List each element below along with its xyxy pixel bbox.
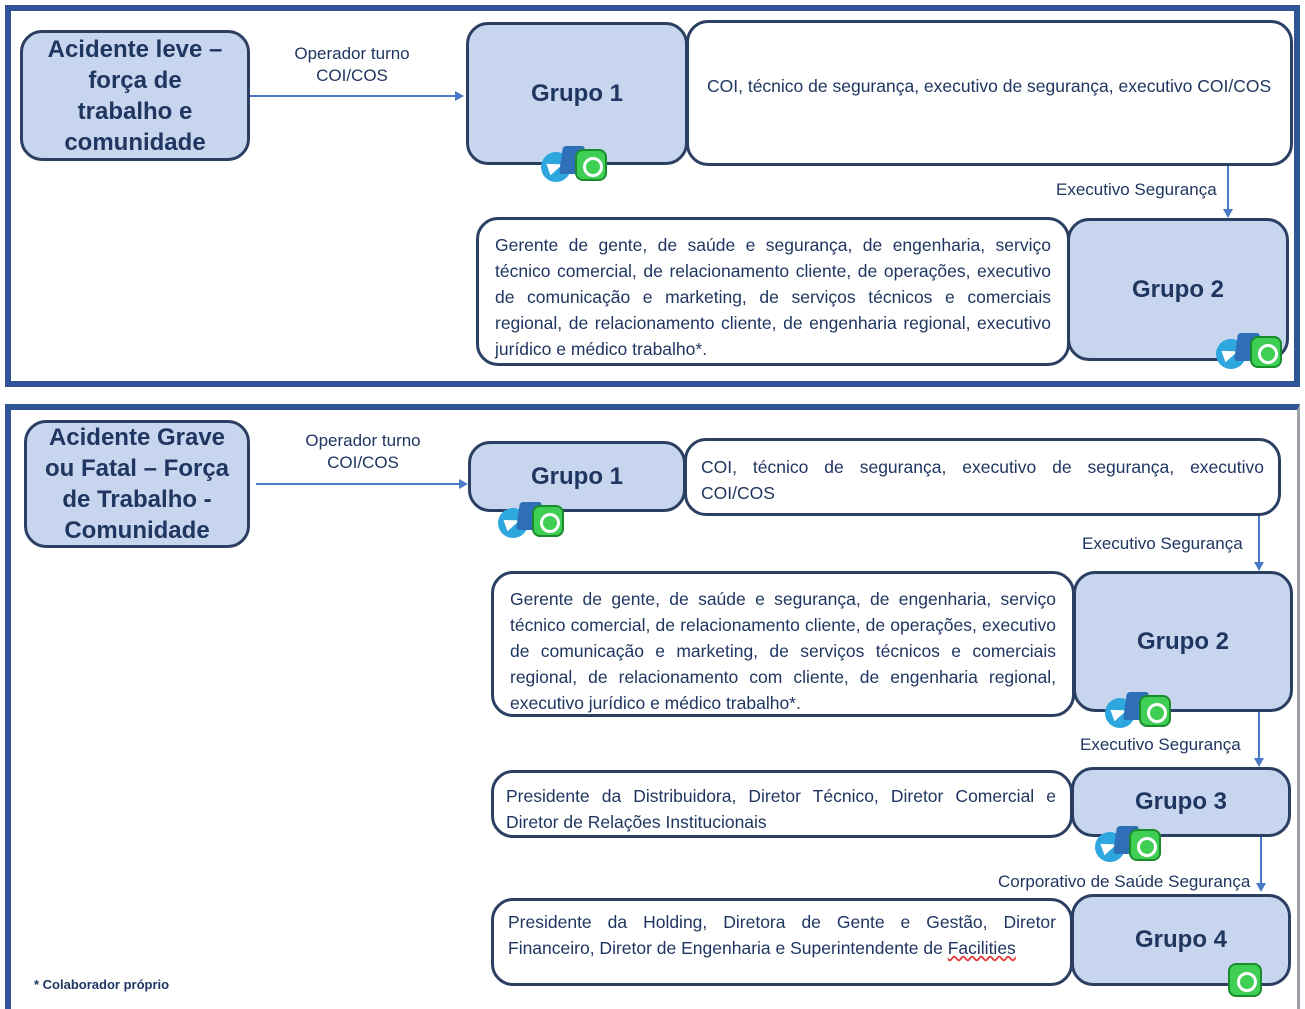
arrow-head (1254, 562, 1264, 571)
grupo2-members-box: Gerente de gente, de saúde e segurança, … (476, 217, 1070, 366)
whatsapp-icon (1139, 695, 1171, 727)
arrow-head (1254, 758, 1264, 767)
grupo4-members-text-last: Facilities (947, 938, 1016, 958)
grupo2-label: Grupo 2 (1136, 627, 1229, 655)
arrow-label-executivo: Executivo Segurança (1056, 180, 1217, 199)
grupo4-label: Grupo 4 (1134, 926, 1227, 953)
whatsapp-icon (532, 505, 564, 537)
whatsapp-icon (575, 149, 607, 181)
arrow-line (250, 95, 456, 97)
grupo2-label: Grupo 2 (1131, 275, 1224, 303)
arrow-label-executivo: Executivo Segurança (1080, 735, 1241, 754)
grupo1-box: Grupo 1 (468, 441, 686, 512)
grupo2-box: Grupo 2 (1073, 571, 1293, 712)
whatsapp-icon (1250, 336, 1282, 368)
whatsapp-icon (1129, 829, 1161, 861)
grupo1-members-box: COI, técnico de segurança, executivo de … (684, 438, 1281, 516)
arrow-line (256, 483, 460, 485)
arrow-head (459, 479, 468, 489)
grupo2-members-box: Gerente de gente, de saúde e segurança, … (491, 571, 1075, 717)
grupo2-members-text: Gerente de gente, de saúde e segurança, … (510, 589, 1056, 713)
grupo4-members-text: Presidente da Holding, Diretora de Gente… (508, 912, 1056, 958)
arrow-head (1223, 209, 1233, 218)
messaging-icons (541, 146, 613, 182)
arrow-label-executivo: Executivo Segurança (1082, 534, 1243, 553)
grupo1-members-box: COI, técnico de segurança, executivo de … (686, 20, 1293, 166)
grupo1-members-text: COI, técnico de segurança, executivo de … (707, 76, 1272, 96)
grupo1-members-text: COI, técnico de segurança, executivo de … (701, 457, 1264, 503)
arrow-label-corporativo: Corporativo de Saúde Segurança (998, 872, 1251, 891)
arrow-head (455, 91, 464, 101)
category-label: Acidente Grave ou Fatal – Força de Traba… (44, 424, 230, 544)
grupo3-members-box: Presidente da Distribuidora, Diretor Téc… (491, 770, 1073, 838)
arrow-head (1256, 883, 1266, 892)
messaging-icons (498, 502, 570, 538)
category-label: Acidente leve – força de trabalho e comu… (47, 35, 223, 156)
messaging-icons (1095, 826, 1167, 862)
arrow-line (1258, 712, 1260, 760)
footnote: * Colaborador próprio (34, 977, 170, 992)
grupo3-box: Grupo 3 (1071, 767, 1291, 837)
messaging-icons (1105, 692, 1177, 728)
arrow-label-operador: Operador turno COI/COS (305, 431, 421, 472)
arrow-line (1227, 166, 1229, 210)
grupo1-label: Grupo 1 (530, 462, 623, 490)
grupo1-box: Grupo 1 (466, 22, 688, 165)
grupo2-members-text: Gerente de gente, de saúde e segurança, … (495, 235, 1051, 359)
category-box-severe-accident: Acidente Grave ou Fatal – Força de Traba… (24, 420, 250, 548)
grupo3-members-text: Presidente da Distribuidora, Diretor Téc… (506, 786, 1056, 832)
grupo3-label: Grupo 3 (1134, 788, 1227, 815)
category-box-light-accident: Acidente leve – força de trabalho e comu… (20, 30, 250, 161)
whatsapp-icon (1228, 963, 1262, 997)
arrow-line (1260, 837, 1262, 885)
messaging-icons (1216, 333, 1288, 369)
grupo4-members-box: Presidente da Holding, Diretora de Gente… (491, 898, 1073, 986)
arrow-line (1258, 516, 1260, 564)
arrow-label-operador: Operador turno COI/COS (294, 44, 410, 85)
grupo1-label: Grupo 1 (530, 79, 623, 107)
